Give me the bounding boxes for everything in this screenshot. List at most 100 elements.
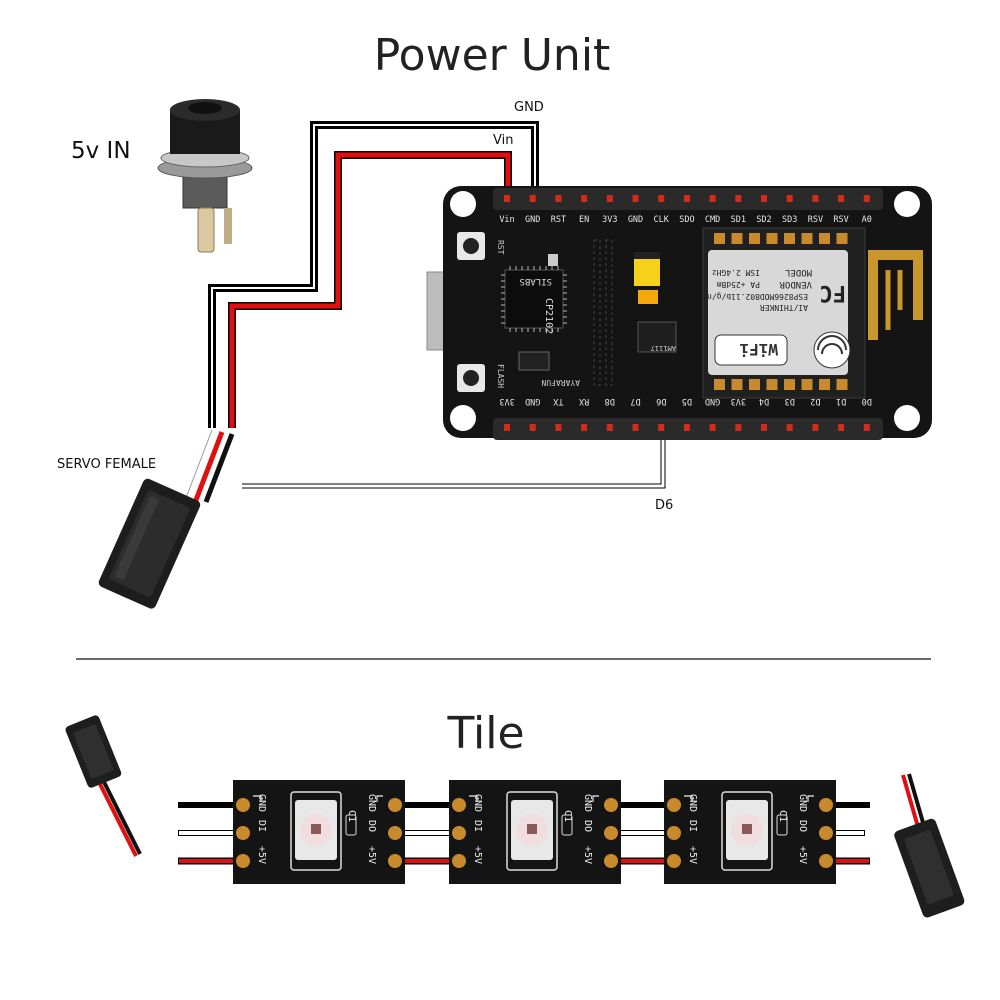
top-pin <box>863 195 870 202</box>
module-pad <box>766 379 778 390</box>
module-pad <box>819 233 830 244</box>
tile-pad <box>667 826 681 840</box>
tile-right-label: GND <box>797 794 808 812</box>
antenna-trace <box>868 250 923 340</box>
top-pin <box>735 195 742 202</box>
bottom-pin-label: D4 <box>759 396 769 406</box>
bottom-pin-label: D8 <box>605 396 615 406</box>
top-pin-label: RST <box>551 215 566 225</box>
top-pin-label: Vin <box>499 215 514 225</box>
module-line-1: MODEL <box>785 267 812 277</box>
tile-right-label: DO <box>582 820 593 832</box>
tile-right-label: DO <box>366 820 377 832</box>
top-pin <box>709 195 716 202</box>
top-pin <box>658 195 665 202</box>
bottom-pin-label: D7 <box>630 396 640 406</box>
top-pin-label: EN <box>579 215 589 225</box>
chip-label-2: CP2102 <box>543 298 554 334</box>
tile-servo-plug-right <box>894 773 965 918</box>
tile-pad <box>452 826 466 840</box>
module-line-6: PA +25dBm <box>716 280 760 289</box>
tile-pad <box>667 854 681 868</box>
module-pad <box>749 233 760 244</box>
bottom-pin-label: D5 <box>682 396 692 406</box>
top-pin-label: GND <box>525 215 540 225</box>
bottom-pin <box>529 424 536 431</box>
tile-title: Tile <box>447 708 525 759</box>
brand-label: AYARAFUN <box>541 378 580 387</box>
tile-left-label: GND <box>472 794 483 812</box>
bottom-pin <box>683 424 690 431</box>
bottom-pin <box>761 424 767 431</box>
tile-pad <box>819 826 833 840</box>
tile-pad <box>236 798 250 812</box>
vin-wire <box>228 151 512 428</box>
top-pin-label: SD2 <box>756 215 771 225</box>
tile-right-label: +5V <box>366 846 377 864</box>
module-pad <box>801 233 813 244</box>
top-pin <box>632 195 639 202</box>
tile-pad <box>819 798 833 812</box>
bottom-pin <box>658 424 665 431</box>
tile-left-label: GND <box>256 794 267 812</box>
power-unit-title: Power Unit <box>373 30 611 81</box>
top-pin <box>812 195 819 202</box>
top-header-pins <box>504 195 870 202</box>
module-pad <box>714 233 725 244</box>
bottom-pin-label: RX <box>578 396 589 406</box>
tile-pad <box>604 798 618 812</box>
regulator-label: AM1117 <box>651 344 676 352</box>
top-pin <box>786 195 793 202</box>
bottom-pin-label: TX <box>552 396 563 406</box>
module-pad <box>731 379 743 390</box>
module-pad <box>836 379 848 390</box>
bottom-pin <box>709 424 716 431</box>
tile-pad <box>604 826 618 840</box>
bottom-pin <box>504 424 510 431</box>
module-pad <box>801 379 813 390</box>
bottom-pin-label: 3V3 <box>731 396 746 406</box>
tile-servo-plug-left <box>65 715 142 859</box>
five-v-in-label: 5v IN <box>71 138 131 164</box>
module-line-4: AI/THINKER <box>760 303 808 312</box>
regulator <box>518 351 550 371</box>
tile-pad <box>388 854 402 868</box>
top-pin <box>606 195 613 202</box>
module-pad <box>836 233 848 244</box>
top-pin <box>838 195 845 202</box>
vin-label: Vin <box>493 133 514 148</box>
top-pin <box>761 195 767 202</box>
module-line-2: VENDOR <box>779 279 812 289</box>
servo-female-connector <box>98 429 235 609</box>
module-pad <box>784 379 795 390</box>
module-line-5: ISM 2.4GHz <box>712 268 760 277</box>
tile-left-label: DI <box>256 820 267 832</box>
tile-left-label: DI <box>472 820 483 832</box>
tile-pad <box>388 826 402 840</box>
bottom-pin <box>606 424 613 431</box>
d6-label: D6 <box>655 498 674 513</box>
flash-button-label: FLASH <box>496 364 505 388</box>
top-pin-label: RSV <box>833 215 848 225</box>
top-pin-label: SD1 <box>731 215 746 225</box>
tile-left-label: DI <box>687 820 698 832</box>
top-pin-label: GND <box>628 215 643 225</box>
tile-pad <box>819 854 833 868</box>
led-tiles: C1GNDDI+5VGNDDO+5VC1GNDDI+5VGNDDO+5VC1GN… <box>233 780 836 884</box>
bottom-pin <box>555 424 562 431</box>
bottom-pin <box>863 424 870 431</box>
cap-label: C1 <box>777 810 788 822</box>
module-pad <box>819 379 830 390</box>
top-pin <box>683 195 690 202</box>
bottom-pin-label: D0 <box>862 396 872 406</box>
tile-pad <box>452 854 466 868</box>
bottom-header-pins <box>504 424 870 431</box>
bottom-pin <box>812 424 819 431</box>
gnd-wire <box>208 121 539 428</box>
module-pad <box>714 379 725 390</box>
chip-label-1: SILABS <box>519 276 552 286</box>
top-pin <box>504 195 510 202</box>
top-pin <box>581 195 588 202</box>
